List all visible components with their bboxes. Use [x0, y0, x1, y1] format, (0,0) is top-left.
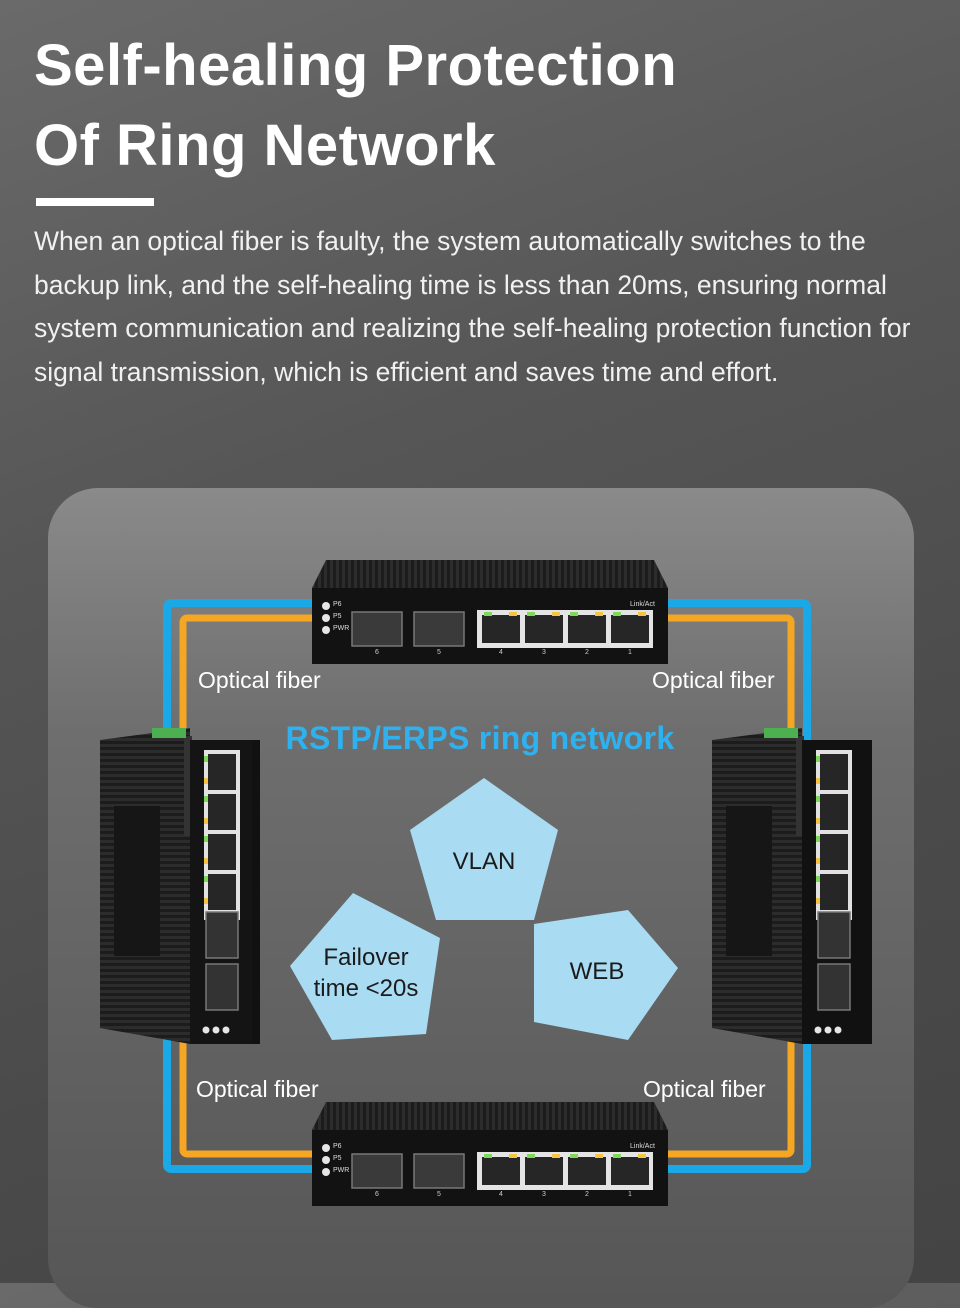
- pentagon-failover: [290, 893, 440, 1040]
- port-num-3: 3: [542, 1191, 546, 1198]
- feature-web-label: WEB: [569, 958, 625, 985]
- pentagon-vlan: [410, 778, 558, 920]
- link-act-label: Link/Act: [630, 601, 655, 608]
- pentagon-web: [534, 910, 678, 1040]
- port-num-3: 3: [542, 649, 546, 656]
- port-num-6: 6: [375, 1191, 379, 1198]
- title-line-2: Of Ring Network: [34, 113, 496, 178]
- switch-bottom: P6 P5 PWR Link/Act 6 5 4 3 2 1: [312, 1102, 668, 1206]
- page-title: Self-healing Protection Of Ring Network: [34, 26, 914, 186]
- led-label-p5: P5: [333, 613, 342, 620]
- ring-network-title: RSTP/ERPS ring network: [285, 720, 675, 756]
- fiber-label-bottom-left: Optical fiber: [196, 1076, 319, 1102]
- led-label-p6: P6: [333, 1143, 342, 1150]
- port-num-2: 2: [585, 1191, 589, 1198]
- led-label-pwr: PWR: [333, 1167, 350, 1174]
- port-num-1: 1: [628, 649, 632, 656]
- title-underline: [36, 198, 154, 206]
- feature-vlan-label: VLAN: [452, 848, 516, 875]
- port-num-4: 4: [499, 649, 503, 656]
- feature-failover-line-1: Failover: [323, 944, 409, 971]
- port-num-1: 1: [628, 1191, 632, 1198]
- feature-failover-label: Failover time <20s: [302, 942, 430, 1004]
- description-text: When an optical fiber is faulty, the sys…: [34, 226, 911, 387]
- switch-bottom-graphic: [312, 1102, 668, 1206]
- fiber-label-top-left: Optical fiber: [198, 667, 321, 693]
- port-num-2: 2: [585, 649, 589, 656]
- led-label-p6: P6: [333, 601, 342, 608]
- port-num-5: 5: [437, 1191, 441, 1198]
- feature-failover-line-2: time <20s: [313, 975, 419, 1002]
- switch-right-graphic: [712, 728, 872, 1044]
- link-act-label: Link/Act: [630, 1143, 655, 1150]
- port-num-5: 5: [437, 649, 441, 656]
- fiber-label-bottom-right: Optical fiber: [643, 1076, 766, 1102]
- fiber-label-top-right: Optical fiber: [652, 667, 775, 693]
- port-num-4: 4: [499, 1191, 503, 1198]
- switch-top: P6 P5 PWR Link/Act 6 5 4 3 2 1: [312, 560, 668, 664]
- led-label-p5: P5: [333, 1155, 342, 1162]
- switch-top-graphic: [312, 560, 668, 664]
- led-label-pwr: PWR: [333, 625, 350, 632]
- port-num-6: 6: [375, 649, 379, 656]
- switch-right: [704, 726, 872, 1044]
- title-line-1: Self-healing Protection: [34, 33, 678, 98]
